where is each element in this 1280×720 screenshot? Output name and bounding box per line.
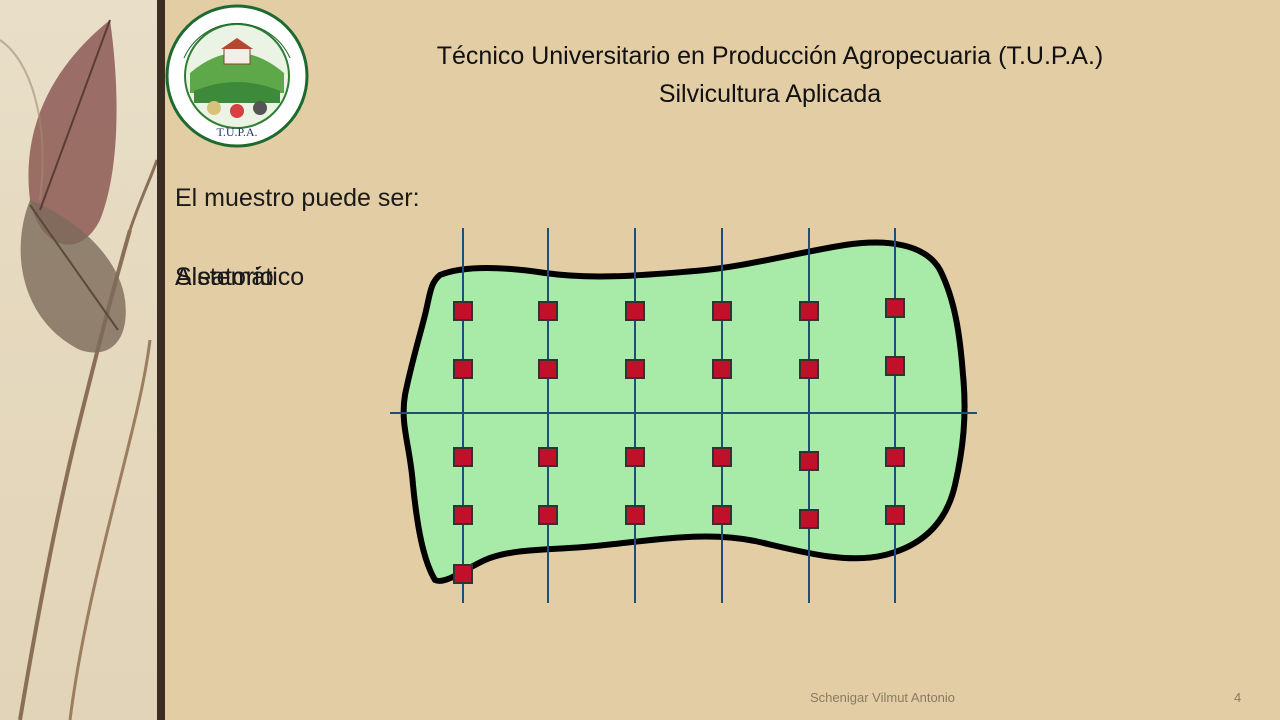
sample-plot-21 xyxy=(885,298,905,318)
sample-plot-15 xyxy=(712,447,732,467)
sample-plot-20 xyxy=(799,509,819,529)
sample-plot-24 xyxy=(885,505,905,525)
page-title: Técnico Universitario en Producción Agro… xyxy=(436,42,1104,70)
page-subtitle: Silvicultura Aplicada xyxy=(658,80,882,108)
grid-lines xyxy=(390,228,977,603)
sample-plot-16 xyxy=(712,505,732,525)
logo-caption: T.U.P.A. xyxy=(216,125,257,139)
sample-plot-14 xyxy=(712,359,732,379)
sample-plot-10 xyxy=(625,359,645,379)
sampling-option-a: Aleatorio xyxy=(175,263,274,291)
sample-plot-2 xyxy=(453,359,473,379)
sample-plot-4 xyxy=(453,505,473,525)
sample-plot-18 xyxy=(799,359,819,379)
sample-plot-8 xyxy=(538,505,558,525)
sample-plot-25 xyxy=(453,564,473,584)
footer-author: Schenigar Vilmut Antonio xyxy=(810,690,956,705)
intro-text: El muestro puede ser: xyxy=(175,184,420,212)
sample-plot-3 xyxy=(453,447,473,467)
sample-plot-13 xyxy=(712,301,732,321)
sample-plot-19 xyxy=(799,451,819,471)
sample-plot-11 xyxy=(625,447,645,467)
sample-plot-6 xyxy=(538,359,558,379)
tupa-logo: T.U.P.A. xyxy=(164,3,310,149)
page-number: 4 xyxy=(1234,690,1242,705)
sample-plot-7 xyxy=(538,447,558,467)
sample-plot-23 xyxy=(885,447,905,467)
sampling-option-b: Sistemático xyxy=(175,263,305,291)
sample-plots xyxy=(453,298,905,584)
leaf-branch-illustration xyxy=(0,19,157,720)
sample-plot-5 xyxy=(538,301,558,321)
systematic-sampling-diagram xyxy=(385,225,985,610)
left-border-bar xyxy=(157,0,165,720)
sample-plot-22 xyxy=(885,356,905,376)
sample-plot-1 xyxy=(453,301,473,321)
decorative-leaf-panel xyxy=(0,0,157,720)
sample-plot-17 xyxy=(799,301,819,321)
sample-plot-9 xyxy=(625,301,645,321)
forest-area-shape xyxy=(400,239,968,584)
sample-plot-12 xyxy=(625,505,645,525)
